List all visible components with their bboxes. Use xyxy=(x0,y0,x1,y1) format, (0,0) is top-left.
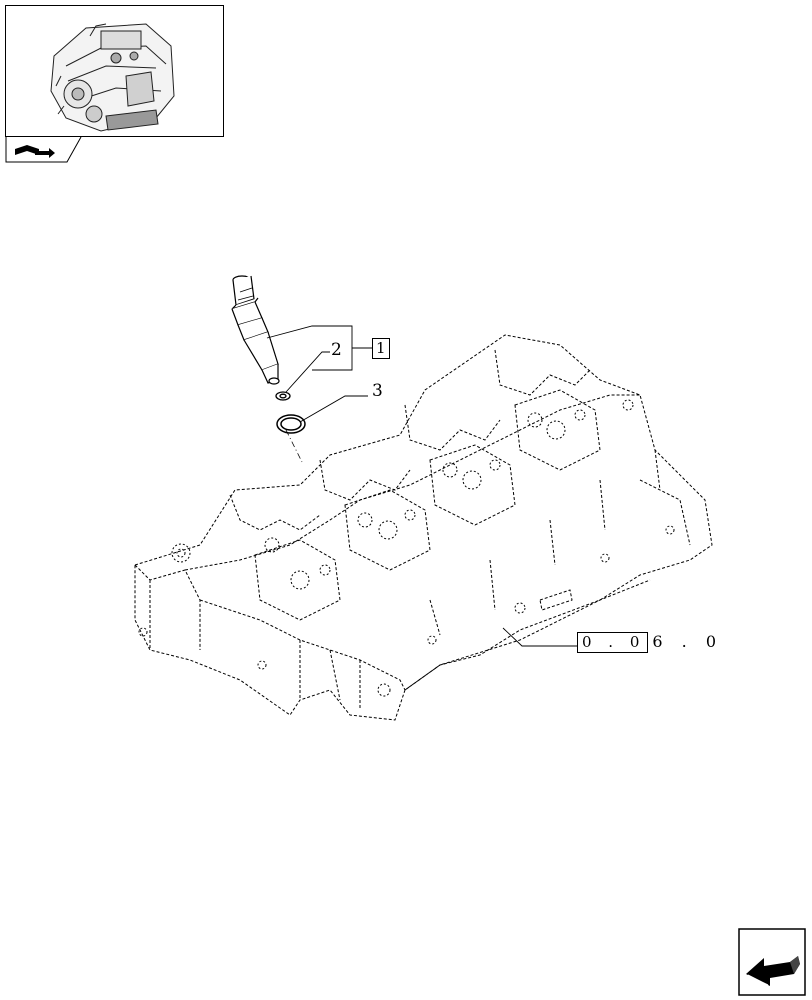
book-arrow-icon[interactable] xyxy=(5,137,85,163)
reference-suffix: 6 . 0 xyxy=(652,632,724,651)
engine-thumbnail-icon xyxy=(50,23,175,132)
callout-item-1[interactable]: 1 xyxy=(372,338,390,359)
cylinder-head-part xyxy=(134,334,713,721)
engine-thumbnail-frame xyxy=(5,5,224,137)
washer-part xyxy=(275,391,291,401)
callout-item-2[interactable]: 2 xyxy=(331,340,342,360)
oring-part xyxy=(276,414,306,434)
arrow-corner-icon[interactable] xyxy=(738,928,806,996)
callout-item-3[interactable]: 3 xyxy=(372,381,383,401)
reference-boxed-code: 0 . 0 xyxy=(577,632,649,653)
injector-part xyxy=(231,275,280,385)
